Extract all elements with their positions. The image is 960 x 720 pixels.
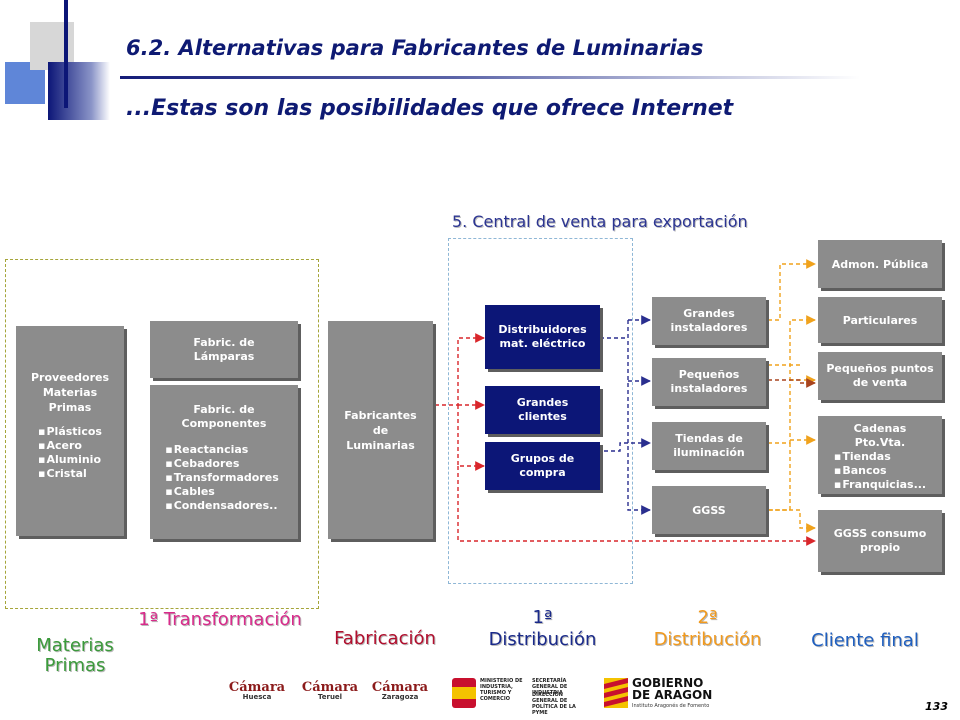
fabric-lamparas-label: Fabric. de Lámparas <box>193 335 255 363</box>
cadenas-list: Tiendas Bancos Franquicias... <box>834 450 926 492</box>
list-item: Bancos <box>834 464 926 478</box>
distribuidores-label: Distribuidores mat. eléctrico <box>498 323 587 350</box>
stage-distribucion1: 1ª Distribución <box>480 607 605 651</box>
proveedores-box: Proveedores Materias Primas Plásticos Ac… <box>16 326 124 536</box>
fabric-componentes-box: Fabric. de Componentes Reactancias Cebad… <box>150 385 298 539</box>
tiendas-box: Tiendas de iluminación <box>652 422 766 470</box>
pequenos-instaladores-label: Pequeños instaladores <box>670 368 748 395</box>
cadenas-box: Cadenas Pto.Vta. Tiendas Bancos Franquic… <box>818 416 942 494</box>
stage-distribucion2: 2ª Distribución <box>645 607 770 651</box>
componentes-list: Reactancias Cebadores Transformadores Ca… <box>165 443 279 513</box>
coat-of-arms-icon <box>452 678 476 708</box>
grandes-clientes-label: Grandes clientes <box>516 396 569 423</box>
particulares-label: Particulares <box>842 313 918 327</box>
fabric-lamparas-box: Fabric. de Lámparas <box>150 321 298 378</box>
admon-box: Admon. Pública <box>818 240 942 288</box>
grupos-compra-box: Grupos de compra <box>485 442 600 490</box>
camara-huesca-text: Cámara <box>228 680 286 695</box>
particulares-box: Particulares <box>818 297 942 343</box>
title-rule <box>120 76 860 79</box>
secretaria-text: SECRETARÍA GENERAL DE INDUSTRIA <box>532 678 568 696</box>
list-item: Transformadores <box>165 471 279 485</box>
stage-fabricacion: Fabricación <box>334 628 436 649</box>
list-item: Cables <box>165 485 279 499</box>
fabricantes-label: Fabricantes de Luminarias <box>344 408 417 452</box>
central-region <box>448 238 633 584</box>
proveedores-list: Plásticos Acero Aluminio Cristal <box>38 425 102 481</box>
gobierno-aragon-logo: GOBIERNO DE ARAGON Instituto Aragonés de… <box>604 676 716 712</box>
pequenos-instaladores-box: Pequeños instaladores <box>652 358 766 406</box>
camara-huesca-city: Huesca <box>242 693 272 701</box>
list-item: Reactancias <box>165 443 279 457</box>
page-title: 6.2. Alternativas para Fabricantes de Lu… <box>126 36 704 60</box>
page-subtitle: ...Estas son las posibilidades que ofrec… <box>126 96 734 121</box>
pequenos-puntos-label: Pequeños puntos de venta <box>826 362 934 389</box>
list-item: Franquicias... <box>834 478 926 492</box>
grupos-compra-label: Grupos de compra <box>510 452 575 479</box>
list-item: Acero <box>38 439 102 453</box>
central-label: 5. Central de venta para exportación <box>452 212 748 231</box>
camara-teruel-city: Teruel <box>317 693 343 701</box>
list-item: Tiendas <box>834 450 926 464</box>
admon-label: Admon. Pública <box>831 257 929 271</box>
cadenas-title: Cadenas Pto.Vta. <box>853 422 907 449</box>
instituto-text: Instituto Aragonés de Fomento <box>632 703 710 709</box>
camara-zaragoza-text: Cámara <box>371 680 429 695</box>
grandes-instaladores-label: Grandes instaladores <box>670 307 748 334</box>
stage-transformacion: 1ª Transformación <box>138 609 302 630</box>
pequenos-puntos-box: Pequeños puntos de venta <box>818 352 942 400</box>
grandes-clientes-box: Grandes clientes <box>485 386 600 434</box>
ministerio-logo: MINISTERIO DE INDUSTRIA, TURISMO Y COMER… <box>452 676 590 716</box>
page-number: 133 <box>925 700 948 713</box>
tiendas-label: Tiendas de iluminación <box>673 432 745 459</box>
list-item: Aluminio <box>38 453 102 467</box>
list-item: Cebadores <box>165 457 279 471</box>
aragon-flag-icon <box>604 678 628 708</box>
ministerio-text: MINISTERIO DE INDUSTRIA, TURISMO Y COMER… <box>480 678 523 702</box>
camara-huesca-logo: Cámara Huesca <box>225 680 289 701</box>
stage-distribucion1-text: 1ª Distribución <box>488 607 597 650</box>
ggss-box: GGSS <box>652 486 766 534</box>
proveedores-title: Proveedores Materias Primas <box>31 371 109 414</box>
ggss-consumo-label: GGSS consumo propio <box>833 527 927 554</box>
fabric-componentes-title: Fabric. de Componentes <box>181 403 267 430</box>
list-item: Cristal <box>38 467 102 481</box>
camara-zaragoza-city: Zaragoza <box>381 693 419 701</box>
list-item: Plásticos <box>38 425 102 439</box>
direccion-text: DIRECCIÓN GENERAL DE POLÍTICA DE LA PYME <box>532 692 576 716</box>
stage-distribucion2-text: 2ª Distribución <box>653 607 762 650</box>
header-decoration <box>0 0 120 125</box>
grandes-instaladores-box: Grandes instaladores <box>652 297 766 345</box>
camara-teruel-logo: Cámara Teruel <box>298 680 362 701</box>
camara-zaragoza-logo: Cámara Zaragoza <box>368 680 432 701</box>
list-item: Condensadores.. <box>165 499 279 513</box>
gobierno-text: GOBIERNO DE ARAGON <box>632 676 713 702</box>
distribuidores-box: Distribuidores mat. eléctrico <box>485 305 600 369</box>
camara-teruel-text: Cámara <box>301 680 359 695</box>
materias-region <box>5 259 319 609</box>
ggss-consumo-box: GGSS consumo propio <box>818 510 942 572</box>
ggss-label: GGSS <box>692 503 726 517</box>
stage-cliente-final: Cliente final <box>811 630 919 651</box>
fabricantes-box: Fabricantes de Luminarias <box>328 321 433 539</box>
stage-materias-text: Materias Primas <box>36 635 114 676</box>
stage-materias-primas: Materias Primas <box>20 636 130 676</box>
